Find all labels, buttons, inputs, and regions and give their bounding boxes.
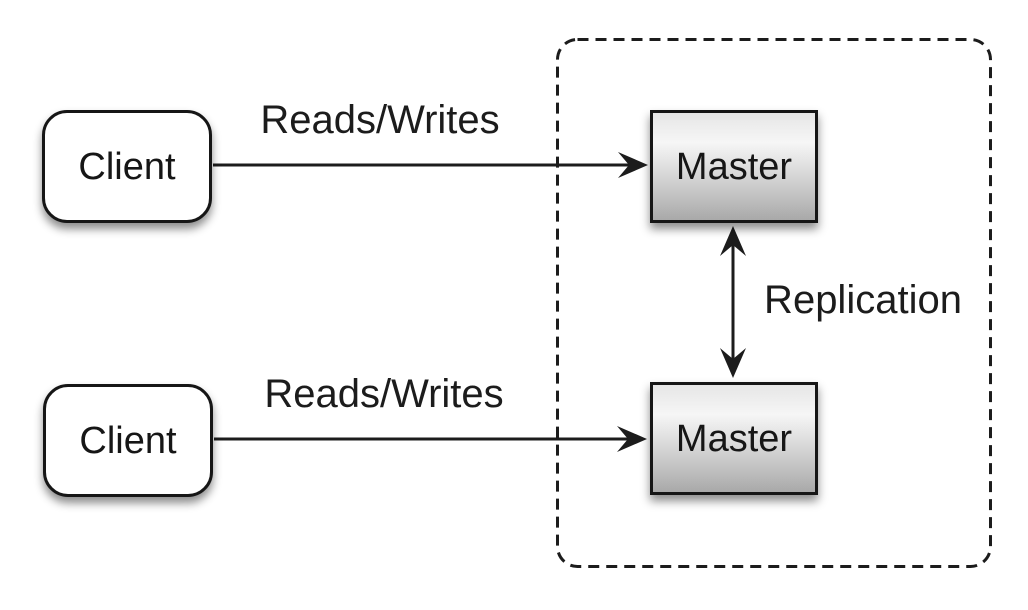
reads-writes-label-bottom: Reads/Writes bbox=[264, 372, 504, 416]
master-node-bottom-label: Master bbox=[675, 417, 793, 460]
client-node-bottom-label: Client bbox=[79, 419, 177, 462]
arrowhead-right-icon bbox=[618, 152, 648, 178]
arrowhead-down-icon bbox=[720, 348, 746, 378]
arrow-reads-writes-bottom bbox=[214, 426, 647, 452]
arrow-reads-writes-top bbox=[213, 152, 648, 178]
client-node-bottom: Client bbox=[43, 384, 213, 497]
master-cluster-boundary bbox=[556, 38, 992, 568]
client-node-top-label: Client bbox=[78, 145, 176, 188]
master-node-bottom: Master bbox=[650, 382, 818, 495]
client-node-top: Client bbox=[42, 110, 212, 223]
arrowhead-up-icon bbox=[720, 226, 746, 256]
reads-writes-label-top: Reads/Writes bbox=[260, 98, 500, 142]
master-node-top-label: Master bbox=[675, 145, 793, 188]
replication-label: Replication bbox=[764, 278, 962, 322]
arrowhead-right-icon bbox=[617, 426, 647, 452]
master-node-top: Master bbox=[650, 110, 818, 223]
arrow-replication bbox=[720, 226, 746, 378]
